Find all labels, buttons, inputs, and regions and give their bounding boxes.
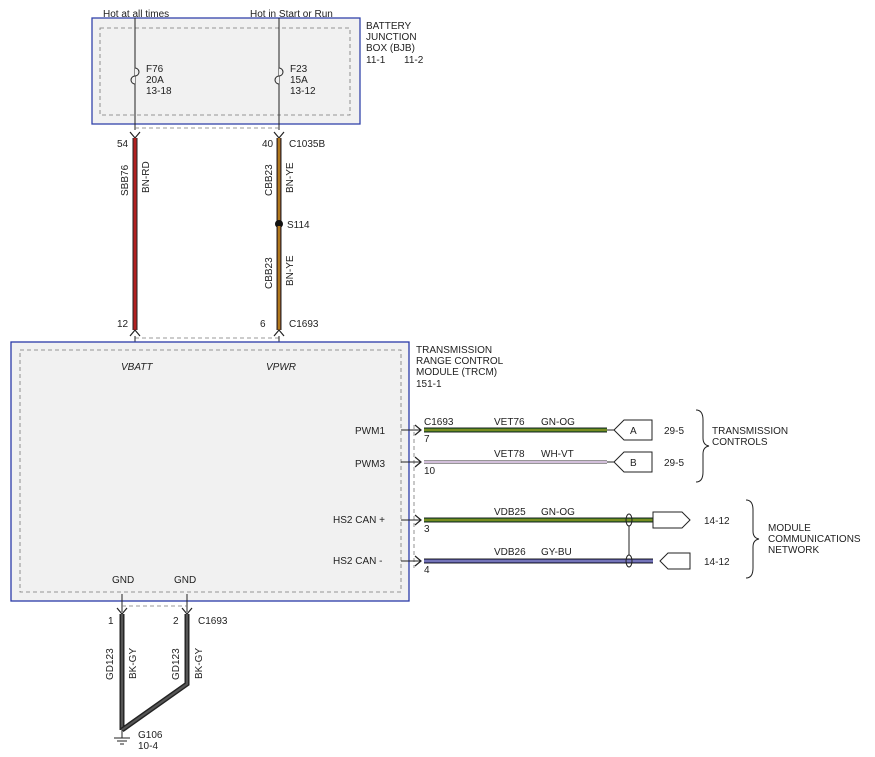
module-communications-label-3: NETWORK	[768, 545, 819, 556]
hs2-can-plus-label: HS2 CAN +	[333, 515, 385, 526]
can-plus-ref: 14-12	[704, 516, 730, 527]
hot-at-all-times-label: Hot at all times	[103, 9, 169, 20]
hs2-can-minus-label: HS2 CAN -	[333, 556, 382, 567]
trcm-inner-dashed	[19, 349, 402, 593]
can-minus-connector-shape	[659, 552, 691, 570]
pwm3-label: PWM3	[355, 459, 385, 470]
transmission-controls-label-1: TRANSMISSION	[712, 426, 788, 437]
wire-gd123-right	[121, 614, 189, 731]
ground-pin-left: 1	[108, 616, 114, 627]
ground-name: G106	[138, 730, 163, 741]
wire-vet76-color: GN-OG	[541, 417, 575, 428]
wire-cbb23-top-circuit: CBB23	[264, 164, 275, 196]
twisted-pair-bottom	[625, 554, 633, 568]
pwm3-arrow	[414, 456, 422, 468]
ground-connector-name: C1693	[198, 616, 228, 627]
arrow-a-shape	[613, 419, 653, 441]
upper-connector-name: C1035B	[289, 139, 325, 150]
wire-vet78-color: WH-VT	[541, 449, 574, 460]
fuse-f76-rating: 20A	[146, 75, 164, 86]
arrow-a-ref: 29-5	[664, 426, 684, 437]
bjb-ref-b: 11-2	[404, 55, 424, 66]
vbatt-label: VBATT	[121, 362, 153, 373]
trcm-ref: 151-1	[416, 379, 442, 390]
module-communications-label-2: COMMUNICATIONS	[768, 534, 861, 545]
lower-connector-left-arrow	[129, 329, 141, 337]
trcm-title-2: RANGE CONTROL	[416, 356, 504, 367]
bjb-title-1: BATTERY	[366, 21, 412, 32]
lower-pin-right: 6	[260, 319, 266, 330]
bjb-box	[91, 17, 361, 125]
can-minus-arrow	[414, 555, 422, 567]
wire-vet78-circuit: VET78	[494, 449, 525, 460]
arrow-b-ref: 29-5	[664, 458, 684, 469]
wire-vdb26-color: GY-BU	[541, 547, 572, 558]
hot-in-start-run-label: Hot in Start or Run	[250, 9, 333, 20]
fuse-f76-ref: 13-18	[146, 86, 172, 97]
wire-cbb23-top-color: BN-YE	[285, 162, 296, 193]
transmission-controls-label-2: CONTROLS	[712, 437, 768, 448]
can-plus-pin: 3	[424, 524, 430, 535]
wire-vdb25-circuit: VDB25	[494, 507, 526, 518]
trcm-box	[10, 341, 410, 602]
wire-sbb76-circuit: SBB76	[120, 164, 131, 196]
bjb-ref-a: 11-1	[366, 55, 386, 66]
gnd2-label: GND	[174, 575, 196, 586]
wire-gd123-left-circuit: GD123	[105, 648, 116, 680]
bjb-title-3: BOX (BJB)	[366, 43, 415, 54]
bjb-inner-dashed	[99, 27, 351, 116]
pwm3-pin: 10	[424, 466, 436, 477]
wire-gd123-right-color: BK-GY	[194, 648, 205, 679]
arrow-b-shape	[613, 451, 653, 473]
wire-gd123-right-circuit: GD123	[171, 648, 182, 680]
fuse-f23-id: F23	[290, 64, 308, 75]
module-communications-brace	[745, 499, 760, 579]
can-plus-connector-shape	[652, 511, 691, 529]
upper-connector-left-arrow	[129, 131, 141, 139]
transmission-controls-brace	[695, 409, 710, 483]
arrow-a-label: A	[630, 426, 637, 437]
ground-pin-right: 2	[173, 616, 179, 627]
fuse-f23-symbol	[274, 67, 284, 85]
arrow-b-label: B	[630, 458, 637, 469]
fuse-f23-ref: 13-12	[290, 86, 316, 97]
ground-ref: 10-4	[138, 741, 158, 752]
trcm-title-3: MODULE (TRCM)	[416, 367, 497, 378]
wire-vet76-circuit: VET76	[494, 417, 525, 428]
splice-s114-label: S114	[287, 220, 310, 231]
wire-gd123-left-color: BK-GY	[128, 648, 139, 679]
wire-sbb76-color: BN-RD	[141, 161, 152, 193]
fuse-f76-symbol	[130, 67, 140, 85]
upper-pin-left: 54	[117, 139, 129, 150]
can-minus-ref: 14-12	[704, 557, 730, 568]
wire-cbb23-bottom-circuit: CBB23	[264, 257, 275, 289]
wire-vdb26-circuit: VDB26	[494, 547, 526, 558]
vpwr-label: VPWR	[266, 362, 296, 373]
pwm1-label: PWM1	[355, 426, 385, 437]
pwm1-pin: 7	[424, 434, 430, 445]
upper-connector-right-arrow	[273, 131, 285, 139]
can-plus-arrow	[414, 514, 422, 526]
lower-connector-right-arrow	[273, 329, 285, 337]
module-communications-label-1: MODULE	[768, 523, 811, 534]
upper-pin-right: 40	[262, 139, 274, 150]
lower-connector-name: C1693	[289, 319, 319, 330]
pwm1-connector: C1693	[424, 417, 454, 428]
wire-vdb25-color: GN-OG	[541, 507, 575, 518]
fuse-f76-id: F76	[146, 64, 164, 75]
can-minus-pin: 4	[424, 565, 430, 576]
gnd1-label: GND	[112, 575, 134, 586]
trcm-title-1: TRANSMISSION	[416, 345, 492, 356]
fuse-f23-rating: 15A	[290, 75, 308, 86]
wire-cbb23-bottom-color: BN-YE	[285, 255, 296, 286]
bjb-title-2: JUNCTION	[366, 32, 417, 43]
lower-pin-left: 12	[117, 319, 129, 330]
pwm1-arrow	[414, 424, 422, 436]
